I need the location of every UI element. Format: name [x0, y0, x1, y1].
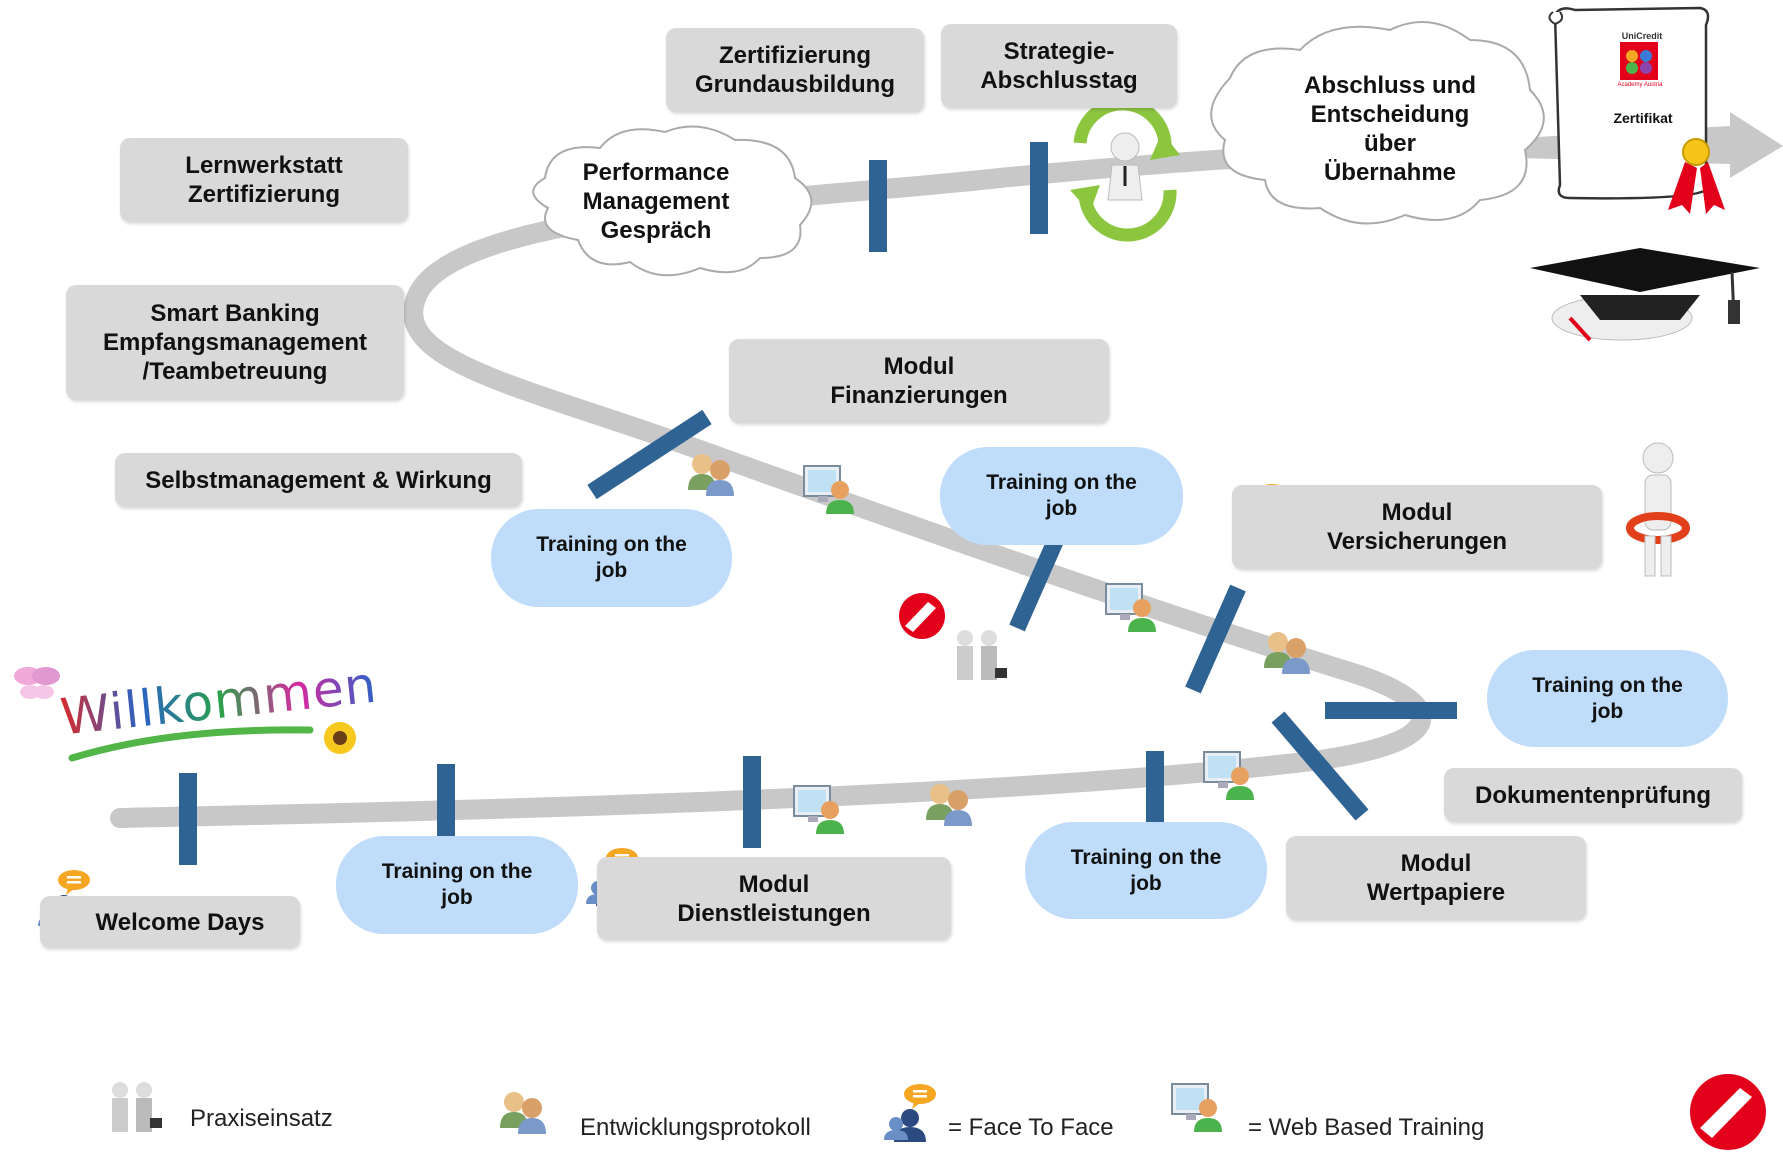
lernwerkstatt-box: Lernwerkstatt Zertifizierung — [120, 138, 408, 222]
modul-versicherungen-label: Modul Versicherungen — [1326, 499, 1508, 555]
legend-face-icon — [884, 1084, 936, 1142]
modul-wertpapiere-box: Modul Wertpapiere — [1286, 836, 1586, 920]
legend-computer-icon — [1171, 1083, 1223, 1133]
modul-finanzierungen-label: Modul Finanzierungen — [830, 353, 1008, 409]
training-on-the-job-4: Training on the job — [336, 836, 578, 934]
sunflower-icon — [324, 722, 356, 754]
selbstmanagement-label: Selbstmanagement & Wirkung — [145, 466, 492, 494]
modul-wertpapiere-label: Modul Wertpapiere — [1366, 850, 1506, 906]
lifesaver-figure-icon — [1626, 442, 1690, 577]
web-training-icon — [803, 465, 855, 515]
training-on-the-job-1: Training on the job — [491, 509, 732, 607]
legend-handshake-icon — [112, 1082, 162, 1132]
certificate-scroll — [1548, 6, 1725, 214]
dokumentenpruefung-label: Dokumentenprüfung — [1475, 781, 1711, 809]
abschluss-cloud-label: Abschluss und Entscheidung über Übernahm… — [1303, 72, 1477, 186]
dokumentenpruefung-box: Dokumentenprüfung — [1444, 768, 1742, 822]
web-training-icon — [1105, 583, 1157, 633]
smart-banking-box: Smart Banking Empfangsmanagement /Teambe… — [66, 285, 404, 400]
graduation-cap-icon — [1530, 248, 1760, 342]
certificate-label: Zertifikat — [1613, 110, 1673, 126]
legend-face-to-face: = Face To Face — [948, 1114, 1114, 1141]
legend-people-icon — [500, 1092, 546, 1134]
training-label: Training on the job — [1070, 845, 1222, 895]
welcome-days-label: Welcome Days — [95, 908, 265, 936]
zertifizierung-box: Zertifizierung Grundausbildung — [666, 28, 924, 112]
modul-dienstleistungen-label: Modul Dienstleistungen — [677, 870, 871, 927]
butterfly-icon — [14, 667, 60, 699]
unicredit-logo-large — [1690, 1074, 1766, 1150]
lernwerkstatt-label: Lernwerkstatt Zertifizierung — [185, 152, 343, 208]
training-label: Training on the job — [381, 860, 533, 909]
unicredit-logo-small — [899, 593, 945, 639]
strategie-label: Strategie- Abschlusstag — [980, 38, 1138, 94]
strategie-box: Strategie- Abschlusstag — [941, 24, 1177, 108]
legend-web-based-training: = Web Based Training — [1248, 1114, 1485, 1141]
training-label: Training on the job — [1532, 673, 1683, 723]
performance-cloud-label: Performance Management Gespräch — [582, 159, 730, 244]
handshake-icon — [957, 630, 1007, 680]
zertifizierung-label: Zertifizierung Grundausbildung — [695, 42, 895, 98]
modul-versicherungen-box: Modul Versicherungen — [1232, 485, 1602, 569]
certificate-sub: Academy Austria — [1617, 82, 1663, 88]
training-on-the-job-2: Training on the job — [940, 447, 1183, 545]
selbstmanagement-box: Selbstmanagement & Wirkung — [115, 453, 522, 507]
welcome-days-box: Welcome Days — [40, 896, 300, 948]
training-on-the-job-5: Training on the job — [1025, 822, 1267, 919]
smart-banking-label: Smart Banking Empfangsmanagement /Teambe… — [102, 300, 368, 385]
legend-praxiseinsatz: Praxiseinsatz — [190, 1105, 333, 1132]
training-label: Training on the job — [986, 471, 1137, 520]
certificate-brand: UniCredit — [1621, 31, 1663, 41]
modul-finanzierungen-box: Modul Finanzierungen — [729, 339, 1109, 423]
modul-dienstleistungen-box: Modul Dienstleistungen — [597, 857, 951, 940]
training-label: Training on the job — [536, 533, 687, 582]
training-on-the-job-3: Training on the job — [1487, 650, 1728, 747]
legend-entwicklungsprotokoll: Entwicklungsprotokoll — [580, 1114, 811, 1141]
